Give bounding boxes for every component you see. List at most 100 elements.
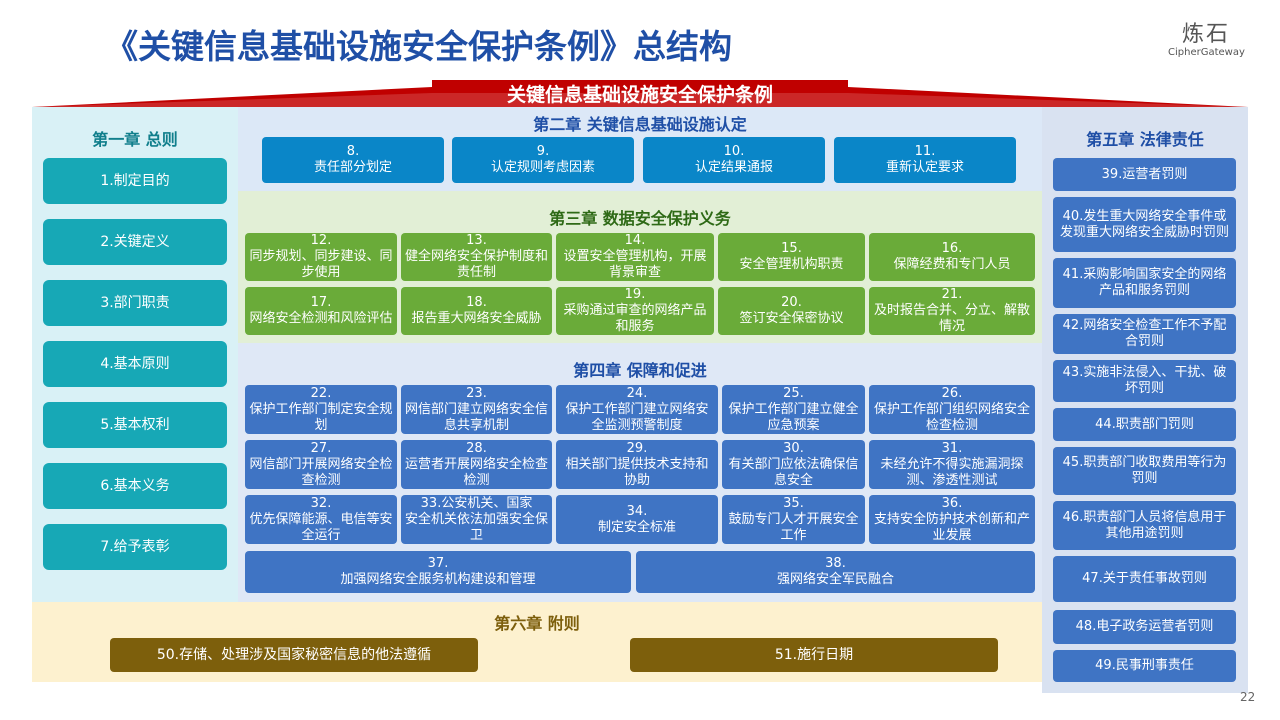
regulation-title: 关键信息基础设施安全保护条例 — [506, 84, 773, 106]
article-box: 13.健全网络安全保护制度和责任制 — [401, 233, 552, 281]
article-text: 网信部门建立网络安全信息共享机制 — [405, 401, 549, 433]
article-number: 19. — [624, 287, 646, 302]
article-text: 强网络安全军民融合 — [776, 572, 894, 587]
article-box: 2.关键定义 — [43, 219, 227, 265]
article-text: 保护工作部门制定安全规划 — [249, 401, 393, 433]
article-box: 33.公安机关、国家安全机关依法加强安全保卫 — [401, 495, 552, 544]
article-number: 26. — [941, 385, 963, 401]
article-text: 保护工作部门组织网络安全检查检测 — [873, 401, 1030, 433]
article-box: 27.网信部门开展网络安全检查检测 — [245, 440, 397, 489]
company-logo: 炼石 CipherGateway — [1168, 16, 1260, 64]
article-box: 37.加强网络安全服务机构建设和管理 — [245, 551, 631, 593]
article-number: 32. — [310, 495, 332, 511]
article-number: 30. — [783, 440, 804, 456]
page-number: 22 — [1240, 690, 1256, 704]
article-box: 5.基本权利 — [43, 402, 227, 448]
article-number: 33.公安机关、国家 — [420, 495, 533, 511]
article-number: 12. — [310, 233, 332, 248]
article-text: 制定安全标准 — [597, 519, 676, 535]
article-text: 运营者开展网络安全检查检测 — [405, 456, 549, 488]
article-box: 1.制定目的 — [43, 158, 227, 204]
article-number: 25. — [783, 385, 804, 401]
article-number: 35. — [783, 495, 804, 511]
article-box: 39.运营者罚则 — [1053, 158, 1236, 191]
article-number: 29. — [626, 440, 648, 456]
article-box: 6.基本义务 — [43, 463, 227, 509]
article-box: 30.有关部门应依法确保信息安全 — [722, 440, 865, 489]
article-box: 17.网络安全检测和风险评估 — [245, 287, 397, 335]
article-box: 20.签订安全保密协议 — [718, 287, 865, 335]
article-box: 42.网络安全检查工作不予配合罚则 — [1053, 314, 1236, 354]
chapter-2-title: 第二章 关键信息基础设施认定 — [533, 115, 747, 134]
article-box: 21.及时报告合并、分立、解散情况 — [869, 287, 1035, 335]
article-number: 11. — [914, 144, 936, 159]
article-text: 支持安全防护技术创新和产业发展 — [873, 511, 1030, 543]
article-box: 51.施行日期 — [630, 638, 998, 672]
article-box: 12.同步规划、同步建设、同步使用 — [245, 233, 397, 281]
article-text: 安全机关依法加强安全保卫 — [405, 511, 549, 543]
article-text: 相关部门提供技术支持和协助 — [565, 456, 709, 488]
article-text: 有关部门应依法确保信息安全 — [728, 456, 859, 488]
article-number: 18. — [466, 295, 487, 310]
article-box: 28.运营者开展网络安全检查检测 — [401, 440, 552, 489]
article-text: 保护工作部门建立健全应急预案 — [728, 401, 859, 433]
article-box: 9.认定规则考虑因素 — [452, 137, 634, 183]
article-number: 13. — [466, 233, 487, 248]
logo-cn-text: 炼石 — [1182, 22, 1231, 47]
chapter-1-title: 第一章 总则 — [92, 130, 178, 149]
article-text: 设置安全管理机构，开展背景审查 — [563, 249, 707, 280]
article-box: 29.相关部门提供技术支持和协助 — [556, 440, 718, 489]
article-box: 47.关于责任事故罚则 — [1053, 556, 1236, 602]
article-text: 采购通过审查的网络产品和服务 — [563, 303, 707, 334]
article-box: 49.民事刑事责任 — [1053, 650, 1236, 682]
article-number: 15. — [781, 241, 802, 256]
article-number: 23. — [466, 385, 487, 401]
article-box: 22.保护工作部门制定安全规划 — [245, 385, 397, 434]
article-text: 安全管理机构职责 — [739, 257, 844, 272]
article-text: 保障经费和专门人员 — [893, 257, 1011, 272]
article-box: 11.重新认定要求 — [834, 137, 1016, 183]
roof-banner — [32, 80, 1248, 107]
article-text: 未经允许不得实施漏洞探测、渗透性测试 — [880, 456, 1024, 488]
article-box: 31.未经允许不得实施漏洞探测、渗透性测试 — [869, 440, 1035, 489]
article-text: 优先保障能源、电信等安全运行 — [249, 511, 393, 543]
article-box: 25.保护工作部门建立健全应急预案 — [722, 385, 865, 434]
article-number: 10. — [723, 144, 745, 159]
article-number: 22. — [310, 385, 332, 401]
article-box: 45.职责部门收取费用等行为罚则 — [1053, 447, 1236, 495]
article-text: 报告重大网络安全威胁 — [411, 311, 542, 326]
chapter-4-title: 第四章 保障和促进 — [573, 361, 707, 380]
article-box: 18.报告重大网络安全威胁 — [401, 287, 552, 335]
article-number: 38. — [825, 556, 846, 571]
article-box: 23.网信部门建立网络安全信息共享机制 — [401, 385, 552, 434]
article-box: 7.给予表彰 — [43, 524, 227, 570]
page-title: 《关键信息基础设施安全保护条例》总结构 — [105, 27, 732, 66]
article-text: 保护工作部门建立网络安全监测预警制度 — [565, 401, 709, 433]
article-text: 健全网络安全保护制度和责任制 — [405, 249, 549, 280]
article-box: 41.采购影响国家安全的网络产品和服务罚则 — [1053, 258, 1236, 308]
article-number: 27. — [310, 440, 332, 456]
article-text: 网络安全检测和风险评估 — [249, 311, 393, 326]
article-box: 16.保障经费和专门人员 — [869, 233, 1035, 281]
article-box: 44.职责部门罚则 — [1053, 408, 1236, 441]
article-box: 3.部门职责 — [43, 280, 227, 326]
article-box: 48.电子政务运营者罚则 — [1053, 610, 1236, 644]
article-box: 38.强网络安全军民融合 — [636, 551, 1035, 593]
chapter-6-title: 第六章 附则 — [494, 614, 580, 633]
article-box: 14.设置安全管理机构，开展背景审查 — [556, 233, 714, 281]
article-box: 10.认定结果通报 — [643, 137, 825, 183]
article-box: 32.优先保障能源、电信等安全运行 — [245, 495, 397, 544]
article-text: 加强网络安全服务机构建设和管理 — [340, 572, 536, 587]
article-text: 签订安全保密协议 — [739, 311, 844, 326]
article-text: 鼓励专门人才开展安全工作 — [728, 511, 859, 543]
article-number: 24. — [626, 385, 648, 401]
article-number: 37. — [427, 556, 449, 571]
article-box: 40.发生重大网络安全事件或发现重大网络安全威胁时罚则 — [1053, 197, 1236, 252]
article-number: 21. — [941, 287, 963, 302]
article-number: 8. — [346, 144, 360, 159]
article-box: 15.安全管理机构职责 — [718, 233, 865, 281]
article-box: 43.实施非法侵入、干扰、破坏罚则 — [1053, 360, 1236, 402]
article-text: 认定结果通报 — [694, 160, 773, 175]
article-text: 认定规则考虑因素 — [490, 160, 595, 175]
article-number: 16. — [941, 241, 963, 256]
